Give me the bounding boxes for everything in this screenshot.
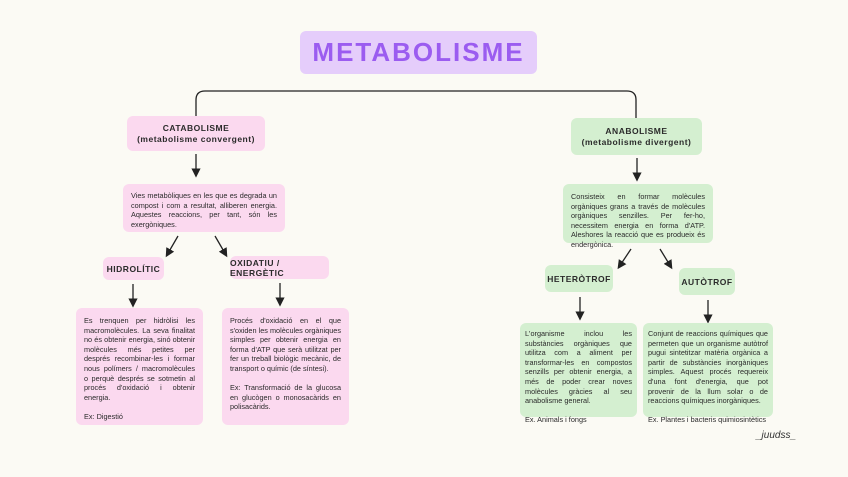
catabolisme-description: Vies metabòliques en les que es degrada …: [123, 184, 285, 232]
arrow-to-hidrolitic: [165, 235, 179, 258]
arrow-to-oxidatiu: [214, 235, 228, 258]
anabolisme-subtitle: (metabolisme divergent): [581, 136, 692, 147]
oxidatiu-description: Procés d'oxidació en el que s'oxiden les…: [222, 308, 349, 425]
oxidatiu-node: OXIDATIU / ENERGÈTIC: [230, 256, 329, 279]
catabolisme-node: CATABOLISME (metabolisme convergent): [127, 116, 265, 151]
heterotrof-example: Ex. Animals i fongs: [525, 415, 587, 425]
catabolisme-subtitle: (metabolisme convergent): [137, 133, 255, 144]
page-title: METABOLISME: [300, 31, 537, 74]
hidrolitic-description-text: Es trenquen per hidròlisi les macromolèc…: [84, 316, 195, 402]
anabolisme-node: ANABOLISME (metabolisme divergent): [571, 118, 702, 155]
heterotrof-node: HETERÒTROF: [545, 265, 613, 292]
anabolisme-description-text: Consisteix en formar molècules orgànique…: [571, 192, 705, 249]
autotrof-label: AUTÒTROF: [681, 276, 733, 287]
heterotrof-label: HETERÒTROF: [547, 273, 611, 284]
autotrof-example: Ex. Plantes i bacteris quimiosintètics: [648, 415, 767, 425]
autotrof-description-text: Conjunt de reaccions químiques que perme…: [648, 329, 768, 406]
heterotrof-description-text: L'organisme inclou les substàncies orgàn…: [525, 329, 632, 406]
arrow-to-heterotrof: [617, 248, 632, 270]
main-branch-line: [195, 90, 637, 118]
anabolisme-description: Consisteix en formar molècules orgànique…: [563, 184, 713, 249]
hidrolitic-label: HIDROLÍTIC: [106, 263, 161, 274]
hidrolitic-description: Es trenquen per hidròlisi les macromolèc…: [76, 308, 203, 425]
heterotrof-description: L'organisme inclou les substàncies orgàn…: [520, 323, 637, 424]
hidrolitic-node: HIDROLÍTIC: [103, 257, 164, 280]
anabolisme-title: ANABOLISME: [605, 125, 668, 136]
catabolisme-title: CATABOLISME: [162, 122, 230, 133]
autotrof-node: AUTÒTROF: [679, 268, 735, 295]
author-signature: _juudss_: [756, 430, 797, 441]
autotrof-description: Conjunt de reaccions químiques que perme…: [643, 323, 773, 424]
catabolisme-description-text: Vies metabòliques en les que es degrada …: [131, 191, 277, 229]
hidrolitic-example: Ex: Digestió: [84, 411, 123, 421]
arrow-to-autotrof: [659, 248, 673, 270]
oxidatiu-example: Ex: Transformació de la glucosa en glucò…: [230, 383, 341, 412]
oxidatiu-label: OXIDATIU / ENERGÈTIC: [230, 257, 285, 278]
oxidatiu-description-text: Procés d'oxidació en el que s'oxiden les…: [230, 316, 341, 373]
